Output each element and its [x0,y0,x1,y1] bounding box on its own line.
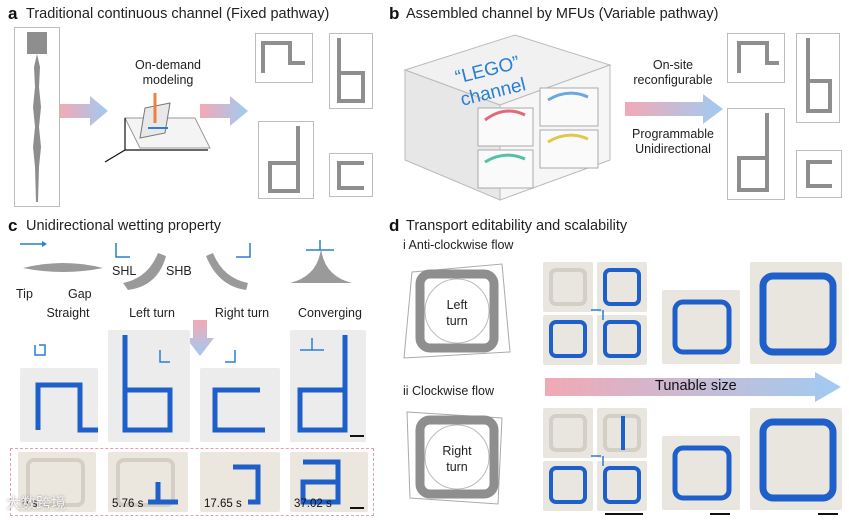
shape-a-b-path [337,38,365,103]
shape-a-c-path [337,161,364,190]
scalebar-c2 [350,507,364,509]
label-shl: SHL [112,264,137,278]
wetting-schematics [20,240,352,290]
label-gap: Gap [68,287,92,301]
right-turn-line1: Right [442,444,472,458]
scalebar-d1 [605,513,643,515]
shape-b-d [727,108,785,200]
left-turn-line1: Left [446,298,468,312]
panel-b-letter: b [389,4,400,23]
time-series-frame [10,448,374,516]
prog-line2: Unidirectional [635,142,711,156]
mode-left-turn: Left turn [129,306,175,320]
d2-dye-paths [549,414,837,504]
modeling-line1: On-demand [134,58,201,72]
tunable-size-label: Tunable size [655,378,737,394]
panel-c-letter: c [8,216,18,235]
arrow-a1-graphic [60,96,108,126]
watermark-text: 大数跨境 [6,495,67,512]
time-label-0: 0 s [22,498,38,510]
panel-b-title: Assembled channel by MFUs (Variable path… [406,6,719,22]
time-label-3: 37.02 s [294,498,332,510]
left-turn-schematic [403,263,511,359]
shape-b-b-path [806,38,832,113]
scalebar-d2 [710,513,730,515]
shape-b-c [796,150,842,198]
shape-b-c-path [806,160,832,188]
time-label-2: 17.65 s [204,498,242,510]
shape-b-d-path [737,113,769,192]
scalebar-c1 [350,435,364,437]
lego-cabinet-figure [403,34,612,201]
panel-a-letter: a [8,4,18,23]
panel-a-title: Traditional continuous channel (Fixed pa… [26,6,330,22]
scalebar-d3 [818,513,838,515]
mode-right-turn: Right turn [214,306,270,320]
shape-a-d-path [268,126,300,193]
photo-c-left [108,330,190,442]
d1-dye-paths [549,268,837,358]
label-shb: SHB [166,264,192,278]
sub-clockwise: ii Clockwise flow [403,384,494,398]
shape-b-loop-path [737,41,779,73]
arrow-c-down-graphic [186,320,214,356]
left-turn-line2: turn [446,314,468,328]
panel-d-letter: d [389,216,400,235]
panel-c-title: Unidirectional wetting property [26,218,222,234]
mode-straight: Straight [46,306,90,320]
sub-anticlockwise: i Anti-clockwise flow [403,238,514,252]
c-dye-paths [34,335,348,433]
arrow-b-graphic [625,94,723,124]
panel-d-title: Transport editability and scalability [406,218,628,234]
arrow-a2-graphic [200,96,248,126]
modeling-line2: modeling [142,73,194,87]
right-turn-line2: turn [446,460,468,474]
shape-b-b [796,33,840,123]
right-turn-schematic [406,411,503,505]
label-tip: Tip [16,287,33,301]
mode-converging: Converging [298,306,362,320]
modeling-axes-figure [104,93,211,163]
straight-channel-figure [27,32,47,202]
time-label-1: 5.76 s [112,498,144,510]
shape-a-d [258,121,314,199]
shape-a-loop-path [261,41,305,73]
photo-t2 [200,452,280,512]
reconf-line2: reconfigurable [633,73,713,87]
photo-c-converge [290,330,366,442]
reconf-line1: On-site [652,58,694,72]
prog-line1: Programmable [632,127,714,141]
tunable-size-arrow [545,372,841,402]
time-dye-paths [26,458,341,507]
